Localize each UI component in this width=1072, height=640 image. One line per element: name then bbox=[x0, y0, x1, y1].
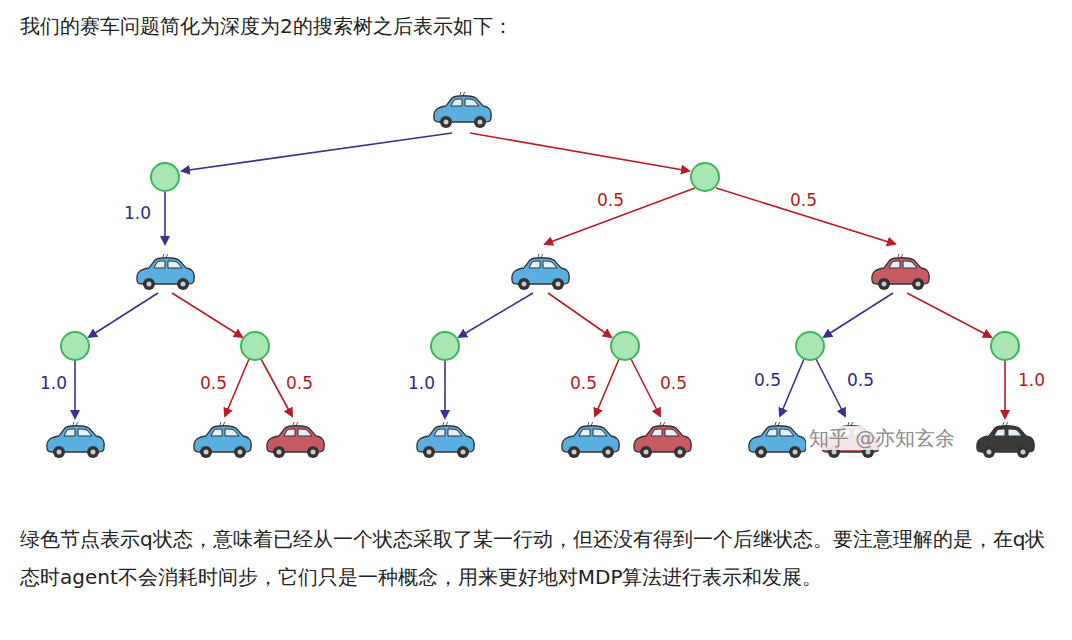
probability-label: 0.5 bbox=[845, 370, 876, 390]
probability-label: 1.0 bbox=[38, 373, 69, 393]
probability-label: 0.5 bbox=[788, 190, 819, 210]
probability-label: 0.5 bbox=[568, 373, 599, 393]
probability-label: 0.5 bbox=[198, 373, 229, 393]
heading-text: 我们的赛车问题简化为深度为2的搜索树之后表示如下： bbox=[20, 12, 513, 40]
probability-label: 1.0 bbox=[122, 203, 153, 223]
probability-label: 1.0 bbox=[406, 373, 437, 393]
probability-label: 0.5 bbox=[284, 373, 315, 393]
caption-text: 绿色节点表示q状态，意味着已经从一个状态采取了某一行动，但还没有得到一个后继状态… bbox=[20, 520, 1055, 596]
watermark: 知乎 @亦知玄余 bbox=[806, 426, 958, 450]
probability-label: 0.5 bbox=[752, 370, 783, 390]
probability-label: 0.5 bbox=[658, 373, 689, 393]
probability-label: 0.5 bbox=[595, 190, 626, 210]
probability-label: 1.0 bbox=[1016, 370, 1047, 390]
